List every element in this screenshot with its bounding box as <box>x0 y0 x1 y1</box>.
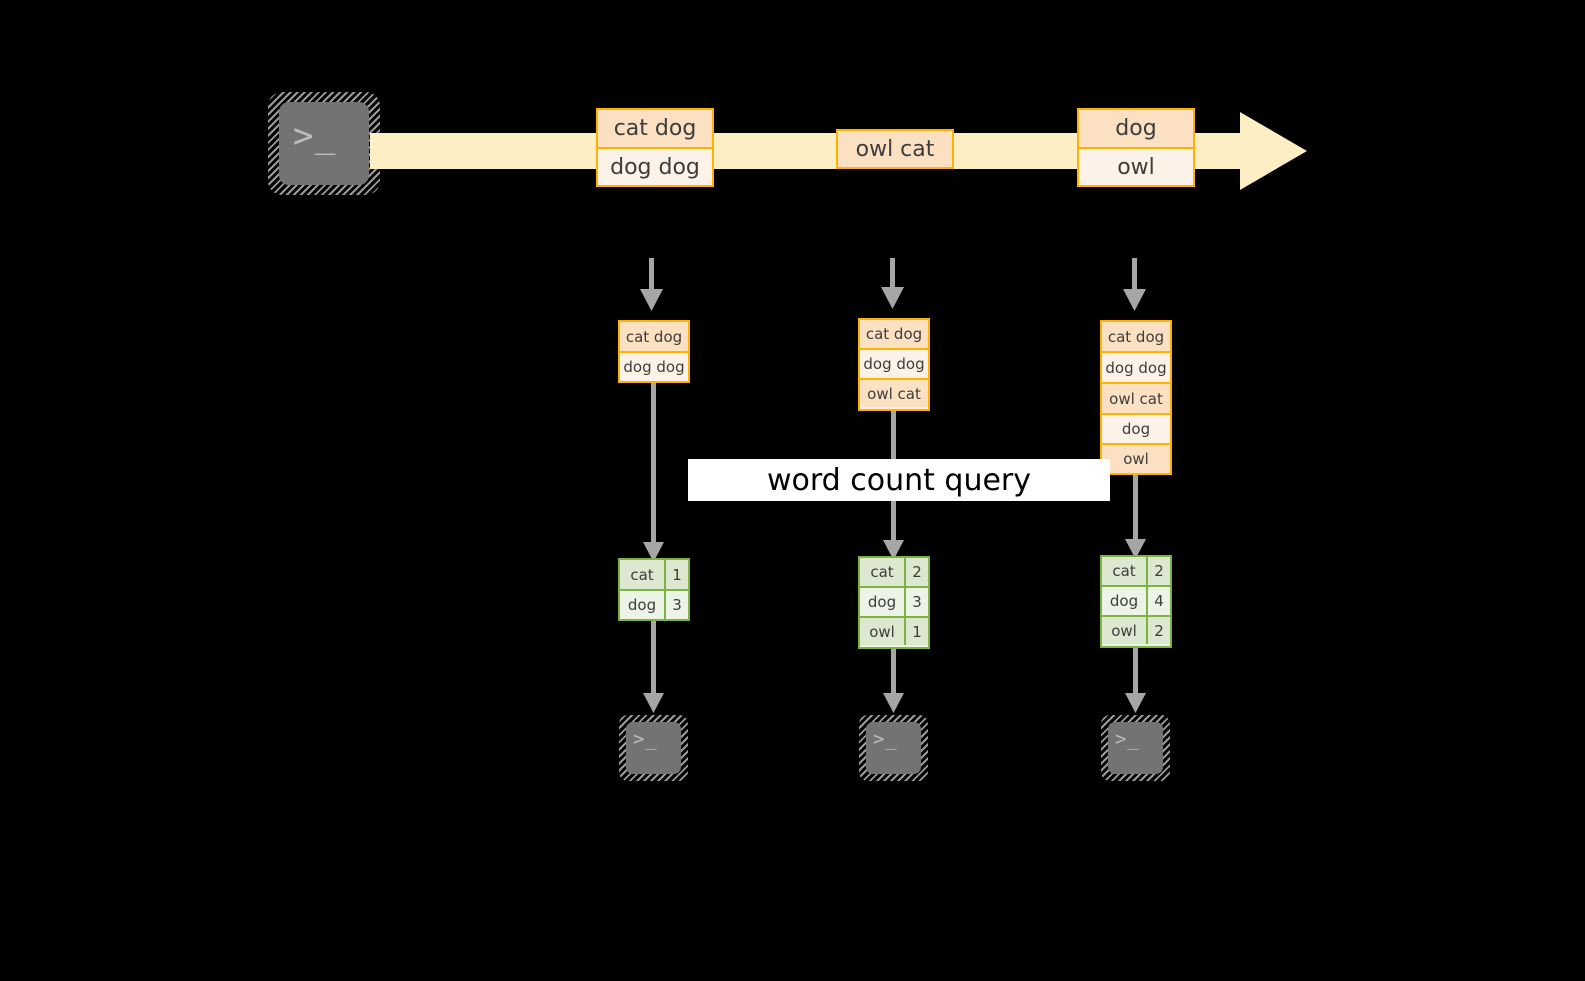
column-1-result-count-2: 3 <box>664 591 688 619</box>
column-3-result-count-1: 2 <box>1146 557 1170 585</box>
column-3-sink-terminal-icon: >_ <box>1101 715 1170 781</box>
column-2-result-word-2: dog <box>860 588 904 616</box>
column-2-input-row-2: dog dog <box>860 348 928 378</box>
column-2-result-word-1: cat <box>860 558 904 586</box>
stream-batch-3-line-2: owl <box>1079 147 1193 185</box>
column-3-result-word-1: cat <box>1102 557 1146 585</box>
column-2-stream-connector-line <box>890 258 895 288</box>
table-row: dog 4 <box>1102 585 1170 615</box>
stream-batch-1-line-1: cat dog <box>598 110 712 147</box>
terminal-body <box>866 722 921 774</box>
table-row: owl 1 <box>860 616 928 645</box>
column-3-input-row-2: dog dog <box>1102 351 1170 382</box>
column-1-query-connector-line <box>651 383 656 545</box>
source-terminal-icon: >_ <box>268 92 380 195</box>
column-3-sink-connector-arrowhead <box>1125 693 1146 713</box>
column-3-stream-connector-arrowhead <box>1123 289 1146 311</box>
column-3-input-row-1: cat dog <box>1102 322 1170 351</box>
column-3-input-table: cat dog dog dog owl cat dog owl <box>1100 320 1172 475</box>
stream-batch-1: cat dog dog dog <box>596 108 714 187</box>
table-row: dog 3 <box>860 586 928 616</box>
column-2-sink-connector-line <box>891 649 896 696</box>
column-3-result-table: cat 2 dog 4 owl 2 <box>1100 555 1172 648</box>
column-1-sink-connector-line <box>651 621 656 696</box>
stream-batch-3: dog owl <box>1077 108 1195 187</box>
column-2-result-count-1: 2 <box>904 558 928 586</box>
terminal-prompt-glyph: >_ <box>293 116 337 156</box>
table-row: dog 3 <box>620 589 688 619</box>
column-3-query-connector-line <box>1133 475 1138 543</box>
column-2-sink-terminal-icon: >_ <box>859 715 928 781</box>
column-1-input-row-1: cat dog <box>620 322 688 351</box>
column-3-query-connector-arrowhead <box>1125 539 1146 559</box>
table-row: cat 2 <box>860 558 928 586</box>
column-3-result-count-2: 4 <box>1146 587 1170 615</box>
column-3-result-word-3: owl <box>1102 617 1146 644</box>
table-row: owl 2 <box>1102 615 1170 644</box>
column-2-result-word-3: owl <box>860 618 904 645</box>
terminal-body <box>626 722 681 774</box>
terminal-prompt-glyph: >_ <box>633 728 658 750</box>
column-1-stream-connector-line <box>649 258 654 290</box>
column-2-result-count-2: 3 <box>904 588 928 616</box>
column-2-result-table: cat 2 dog 3 owl 1 <box>858 556 930 649</box>
column-3-input-row-3: owl cat <box>1102 382 1170 413</box>
column-2-result-count-3: 1 <box>904 618 928 645</box>
column-1-stream-connector-arrowhead <box>640 289 663 311</box>
column-1-input-table: cat dog dog dog <box>618 320 690 383</box>
column-3-sink-connector-line <box>1133 648 1138 696</box>
column-2-query-connector-arrowhead <box>883 540 904 560</box>
column-2-input-table: cat dog dog dog owl cat <box>858 318 930 411</box>
column-1-result-word-1: cat <box>620 560 664 589</box>
terminal-body <box>1108 722 1163 774</box>
terminal-body <box>279 102 369 185</box>
column-1-result-count-1: 1 <box>664 560 688 589</box>
column-2-input-row-3: owl cat <box>860 378 928 407</box>
column-2-stream-connector-arrowhead <box>881 287 904 309</box>
column-1-result-table: cat 1 dog 3 <box>618 558 690 621</box>
table-row: cat 1 <box>620 560 688 589</box>
stream-batch-3-line-1: dog <box>1079 110 1193 147</box>
column-3-result-word-2: dog <box>1102 587 1146 615</box>
column-1-query-connector-arrowhead <box>643 542 664 562</box>
column-2-sink-connector-arrowhead <box>883 693 904 713</box>
column-1-input-row-2: dog dog <box>620 351 688 381</box>
stream-batch-2-line-1: owl cat <box>838 131 952 167</box>
stream-batch-1-line-2: dog dog <box>598 147 712 185</box>
stream-batch-2: owl cat <box>836 129 954 169</box>
column-3-input-row-4: dog <box>1102 413 1170 443</box>
column-1-sink-terminal-icon: >_ <box>619 715 688 781</box>
column-3-result-count-3: 2 <box>1146 617 1170 644</box>
column-1-result-word-2: dog <box>620 591 664 619</box>
column-3-stream-connector-line <box>1132 258 1137 290</box>
terminal-prompt-glyph: >_ <box>1115 728 1140 750</box>
column-1-sink-connector-arrowhead <box>643 693 664 713</box>
query-label: word count query <box>688 459 1110 501</box>
column-2-input-row-1: cat dog <box>860 320 928 348</box>
terminal-prompt-glyph: >_ <box>873 728 898 750</box>
table-row: cat 2 <box>1102 557 1170 585</box>
column-3-input-row-5: owl <box>1102 443 1170 473</box>
